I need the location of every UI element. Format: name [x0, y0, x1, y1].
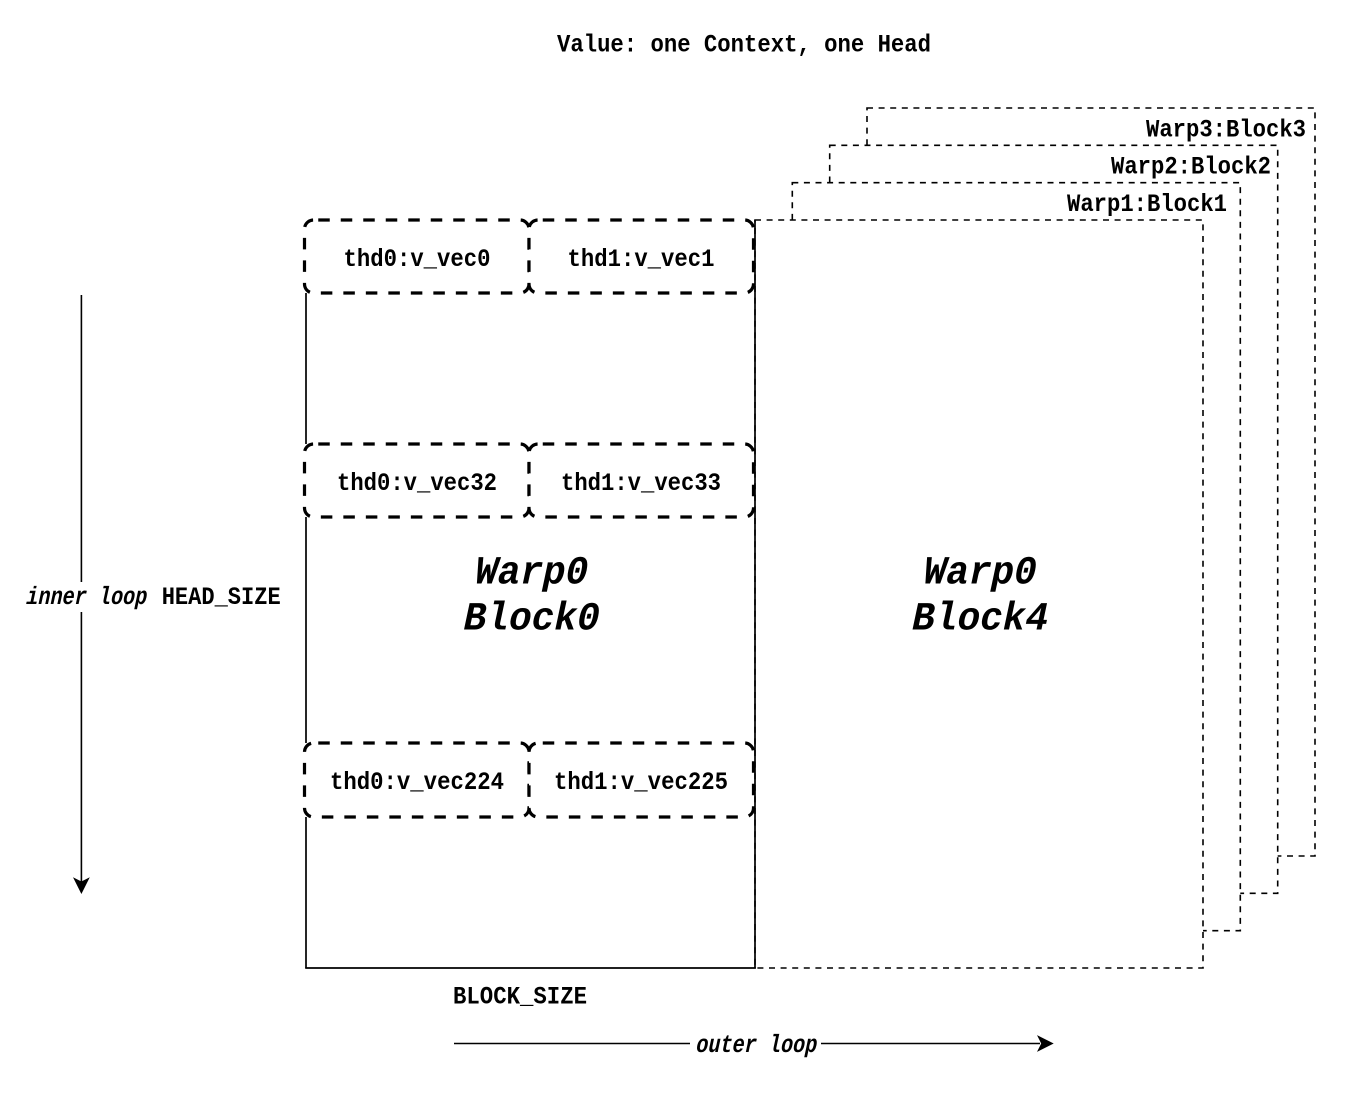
svg-text:Warp0: Warp0	[919, 551, 1042, 596]
svg-text:Warp1:Block1: Warp1:Block1	[1067, 190, 1227, 219]
svg-text:outer loop: outer loop	[693, 1031, 820, 1060]
svg-text:Warp3:Block3: Warp3:Block3	[1146, 116, 1306, 145]
svg-text:thd1:v_vec225: thd1:v_vec225	[554, 768, 728, 797]
svg-text:HEAD_SIZE: HEAD_SIZE	[162, 583, 281, 612]
svg-text:thd0:v_vec0: thd0:v_vec0	[344, 245, 491, 274]
svg-text:thd0:v_vec32: thd0:v_vec32	[337, 469, 497, 498]
svg-text:Value: one Context, one Head: Value: one Context, one Head	[557, 31, 931, 60]
svg-text:thd1:v_vec1: thd1:v_vec1	[568, 245, 715, 274]
svg-text:BLOCK_SIZE: BLOCK_SIZE	[453, 983, 587, 1012]
svg-text:Warp2:Block2: Warp2:Block2	[1111, 153, 1271, 182]
svg-text:Block0: Block0	[459, 597, 605, 642]
svg-text:Block4: Block4	[907, 597, 1053, 642]
svg-text:inner loop: inner loop	[23, 583, 150, 612]
svg-text:thd0:v_vec224: thd0:v_vec224	[330, 768, 504, 797]
svg-text:Warp0: Warp0	[470, 551, 593, 596]
svg-text:thd1:v_vec33: thd1:v_vec33	[561, 469, 721, 498]
